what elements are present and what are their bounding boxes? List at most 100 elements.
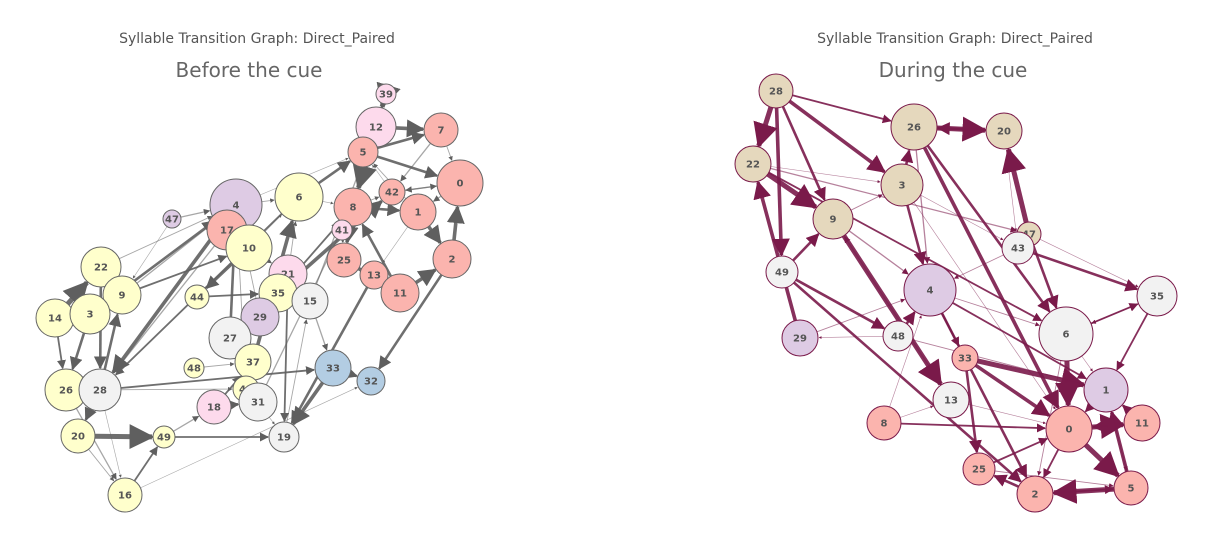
node-label: 20 — [997, 127, 1011, 138]
node-circle — [734, 145, 772, 183]
edge-20-to-16 — [88, 449, 115, 482]
node-18: 18 — [196, 389, 232, 425]
edge-9-to-3 — [850, 194, 883, 211]
edge-4-to-6 — [954, 297, 1040, 327]
node-label: 44 — [190, 293, 204, 304]
edge-47-to-6 — [1031, 244, 1059, 309]
node-label: 4 — [233, 201, 240, 212]
node-circle — [1001, 231, 1035, 265]
node-circle — [758, 73, 794, 109]
node-label: 6 — [1063, 330, 1070, 341]
node-label: 5 — [360, 148, 367, 159]
edge-33-to-25 — [965, 370, 982, 454]
node-label: 3 — [899, 181, 906, 192]
edge-28-to-49 — [771, 107, 790, 257]
node-circle — [331, 219, 353, 241]
node-label: 39 — [379, 90, 393, 101]
node-circle — [436, 159, 484, 207]
node-label: 22 — [94, 263, 108, 274]
node-label: 1 — [415, 208, 422, 219]
edge-4-to-1 — [952, 302, 1087, 380]
node-6: 6 — [274, 172, 324, 222]
node-label: 42 — [385, 188, 399, 199]
node-label: 13 — [367, 271, 381, 282]
node-circle — [347, 136, 379, 168]
edge-49-to-18 — [173, 415, 200, 432]
node-label: 29 — [793, 334, 807, 345]
edge-43-to-4 — [953, 254, 1004, 279]
edge-13-to-0 — [968, 404, 1046, 425]
node-label: 35 — [271, 289, 285, 300]
edge-29-to-22 — [753, 180, 798, 322]
edge-26-to-6 — [926, 144, 1051, 313]
edge-2-to-32 — [378, 274, 443, 370]
edge-33-to-32 — [343, 366, 359, 379]
node-label: 47 — [1022, 230, 1036, 241]
node-33: 33 — [951, 344, 979, 372]
node-label: 25 — [972, 465, 986, 476]
node-label: 33 — [326, 364, 340, 375]
node-0: 0 — [436, 159, 484, 207]
edge-22-to-3 — [770, 166, 881, 184]
edge-2-to-25 — [993, 474, 1020, 488]
edge-8-to-13 — [900, 405, 934, 418]
node-20: 20 — [985, 112, 1023, 150]
edge-10-to-21 — [264, 257, 272, 264]
edge-12-to-7 — [395, 119, 425, 138]
edge-47-to-9 — [132, 226, 168, 279]
node-43: 43 — [1001, 231, 1035, 265]
edge-7-to-42 — [400, 142, 432, 182]
edge-48-to-1 — [912, 339, 1085, 386]
node-13: 13 — [359, 260, 389, 290]
edge-7-to-0 — [446, 145, 453, 161]
node-circle — [314, 349, 352, 387]
node-label: 16 — [118, 491, 132, 502]
node-1: 1 — [1083, 367, 1129, 413]
node-label: 48 — [891, 332, 905, 343]
node-label: 20 — [71, 432, 85, 443]
node-circle — [951, 344, 979, 372]
node-circle — [238, 382, 278, 422]
node-22: 22 — [80, 246, 122, 288]
edge-16-to-49 — [133, 446, 159, 482]
node-label: 8 — [881, 419, 888, 430]
node-label: 26 — [907, 123, 921, 134]
node-circle — [69, 293, 111, 335]
node-circle — [882, 320, 914, 352]
node-circle — [268, 421, 300, 453]
edge-47-to-35 — [1039, 238, 1139, 288]
node-label: 19 — [277, 433, 291, 444]
node-16: 16 — [107, 477, 143, 513]
node-circle — [1045, 405, 1093, 453]
edge-28-to-33 — [120, 366, 315, 389]
node-circle — [356, 366, 386, 396]
edge-1-to-2 — [423, 224, 442, 245]
node-9: 9 — [102, 275, 142, 315]
edge-0-to-5 — [1083, 443, 1120, 478]
node-5: 5 — [1113, 470, 1149, 506]
node-41: 41 — [331, 219, 353, 241]
node-label: 1 — [1103, 386, 1110, 397]
node-8: 8 — [333, 187, 373, 227]
edges — [753, 94, 1149, 504]
edge-22-to-9 — [766, 172, 818, 210]
node-circle — [274, 172, 324, 222]
edge-8-to-4 — [889, 315, 922, 407]
edge-6-to-5 — [317, 160, 351, 185]
edge-6-to-35 — [1090, 303, 1139, 325]
node-circle — [423, 112, 459, 148]
node-26: 26 — [890, 103, 938, 151]
node-circle — [399, 193, 437, 231]
edge-14-to-26 — [57, 336, 66, 370]
node-0: 0 — [1045, 405, 1093, 453]
node-circle — [359, 260, 389, 290]
edge-9-to-10 — [139, 254, 228, 290]
node-label: 9 — [119, 291, 126, 302]
node-circle — [890, 103, 938, 151]
edge-22-to-6 — [768, 171, 1043, 322]
node-33: 33 — [314, 349, 352, 387]
node-circle — [184, 284, 210, 310]
node-circle — [432, 239, 472, 279]
edge-3-to-26 — [900, 149, 914, 165]
